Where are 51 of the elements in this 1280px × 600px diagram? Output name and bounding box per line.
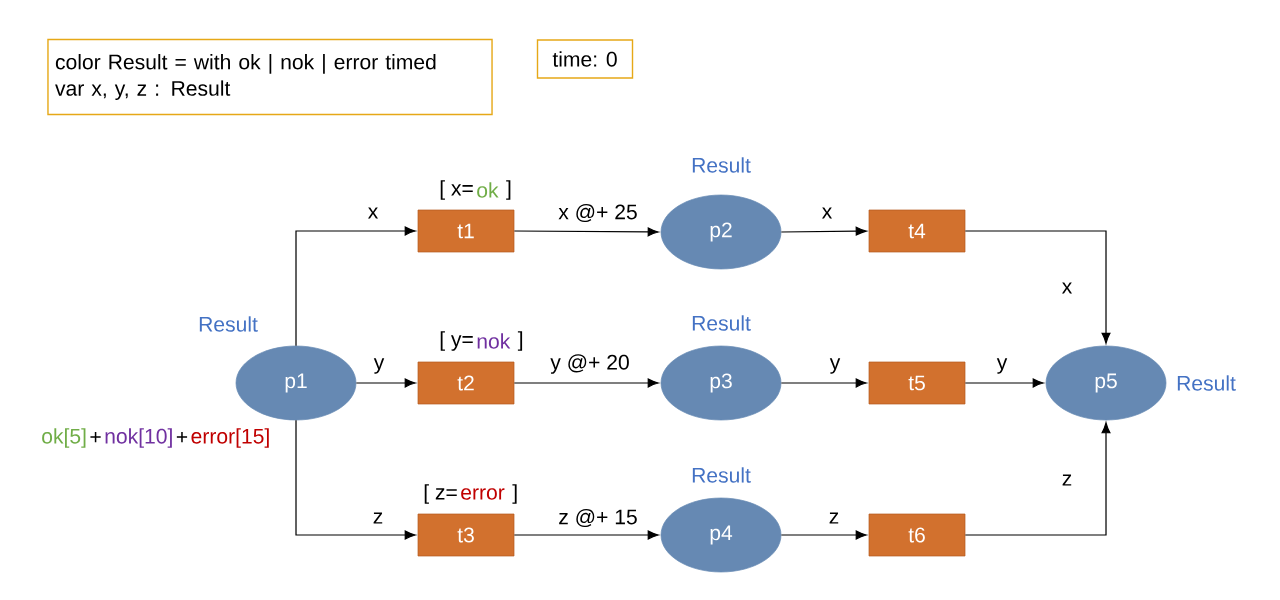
arc <box>964 378 1044 388</box>
arc-label: y <box>995 356 1010 376</box>
arc <box>513 227 659 237</box>
transition-box: t5 <box>868 361 966 405</box>
arc-label: x <box>820 205 835 221</box>
place-type-label: Result <box>692 315 751 331</box>
arc-label: y @+ 20 <box>548 352 632 376</box>
arc <box>780 378 867 388</box>
guard-label: [ z= <box>424 484 457 504</box>
transition-box: t1 <box>417 209 515 253</box>
guard-label: error <box>461 488 505 500</box>
guard-label: ] <box>517 331 523 351</box>
arc-label: z <box>371 510 386 526</box>
arc <box>513 378 659 388</box>
declaration-box: color Result = with ok | nok | error timed var x, y, z : Result <box>47 38 493 116</box>
place-type-label: Result <box>199 316 258 332</box>
arc-label: x <box>365 205 381 221</box>
place-type-label: Result <box>692 157 751 173</box>
place-type-label: Result <box>692 467 751 483</box>
initial-marking-label: error[15] <box>191 428 269 448</box>
arc <box>295 419 416 540</box>
place-type-label: Result <box>1177 375 1236 391</box>
initial-marking-label: ok[5] <box>42 428 86 448</box>
guard-label: [ y= <box>440 331 473 351</box>
transition-box: t4 <box>868 209 966 253</box>
arc-label: y <box>828 356 843 376</box>
arc <box>780 226 867 236</box>
guard-label: ] <box>512 484 517 504</box>
guard-label: ok <box>477 182 499 198</box>
arc-label: x @+ 25 <box>556 202 640 224</box>
arc <box>780 530 867 540</box>
arc-label: x <box>1060 280 1075 296</box>
guard-label: [ x= <box>440 180 473 200</box>
arc <box>964 422 1111 536</box>
transition-box: t3 <box>417 513 515 557</box>
guard-label: nok <box>477 333 511 349</box>
arc <box>355 378 416 388</box>
arc-label: z <box>1060 472 1075 488</box>
initial-marking-label: nok[10] <box>105 428 172 448</box>
arc <box>513 530 659 540</box>
arc-label: y <box>372 356 387 376</box>
arc <box>964 230 1111 344</box>
initial-marking-label: + <box>176 431 188 443</box>
arc <box>295 226 416 347</box>
time-box: time: 0 <box>536 39 634 79</box>
initial-marking-label: + <box>90 431 101 443</box>
transition-box: t2 <box>417 361 515 405</box>
guard-label: ] <box>506 180 511 200</box>
arc-label: z <box>827 510 842 526</box>
transition-box: t6 <box>868 513 966 557</box>
arc-label: z @+ 15 <box>556 507 640 529</box>
